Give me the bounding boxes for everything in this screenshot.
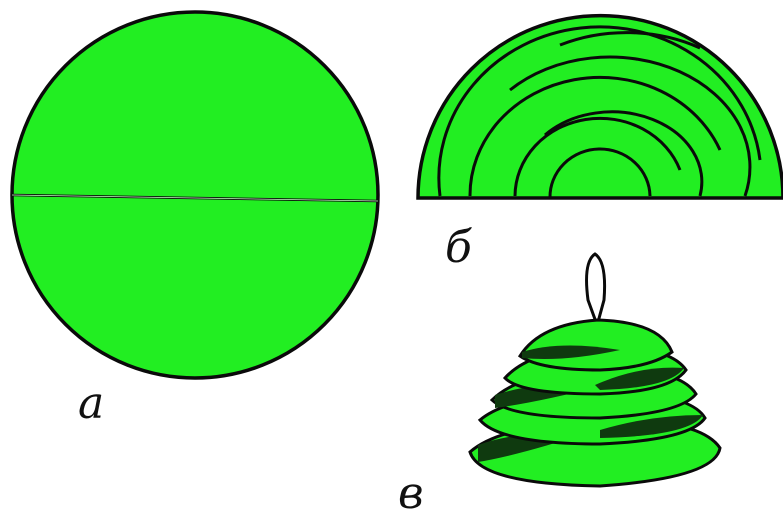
- figure-b: б: [418, 16, 783, 273]
- figure-v-hanging-loop: [587, 254, 605, 322]
- figure-a-label: a: [78, 378, 104, 429]
- figure-v-label: в: [398, 468, 424, 519]
- figure-v: в: [398, 254, 720, 519]
- figure-v-tier-1: [520, 320, 672, 370]
- figure-a: a: [12, 12, 378, 429]
- figure-b-label: б: [445, 222, 472, 273]
